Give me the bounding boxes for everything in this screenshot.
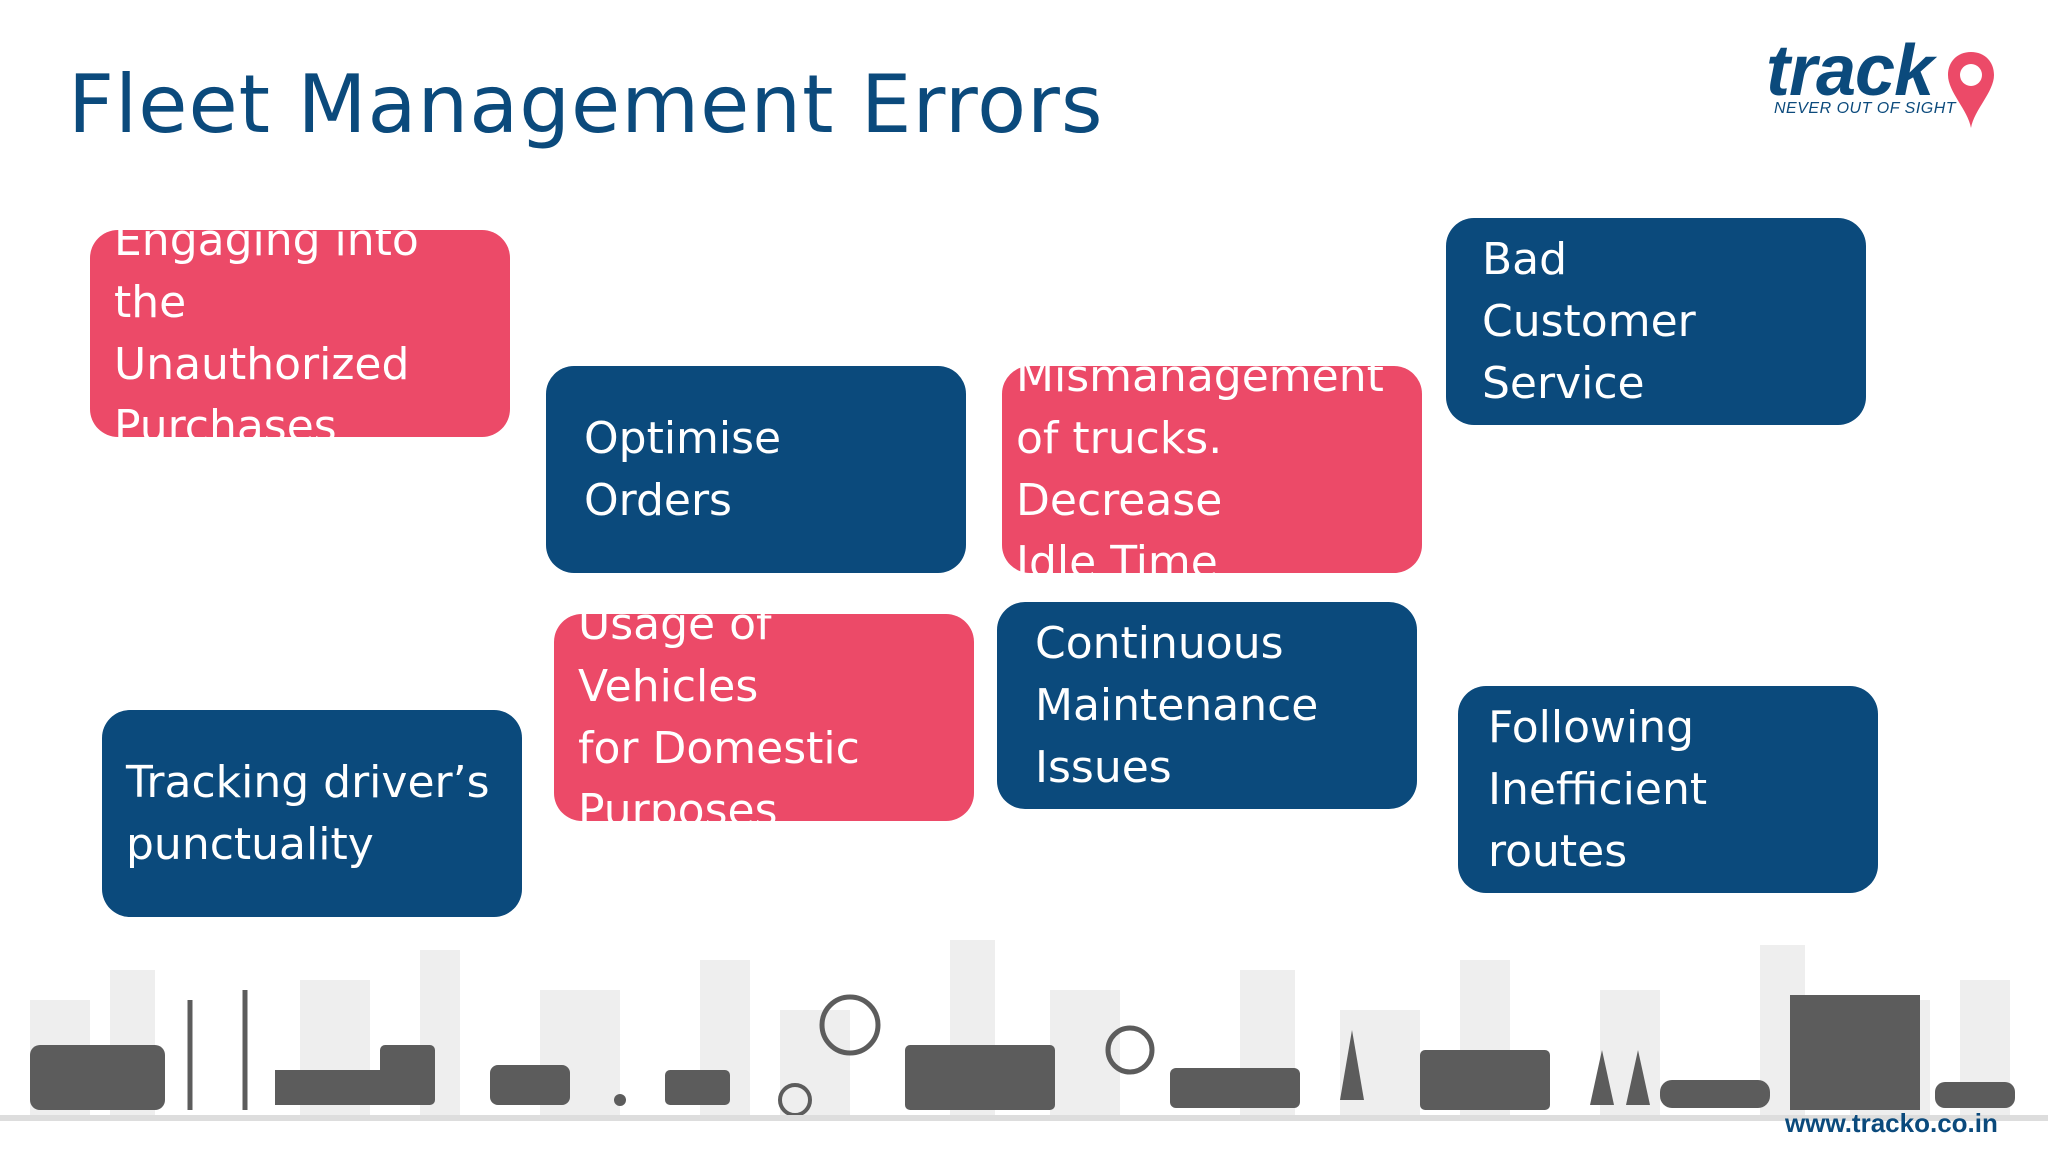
city-skyline-illustration: [0, 940, 2048, 1121]
error-box-mismanagement-of-trucks: Mismanagement of trucks. Decrease Idle T…: [1002, 351, 1422, 588]
error-box-bad-customer-service: Bad Customer Service: [1446, 218, 1866, 425]
error-box-optimise-orders: Optimise Orders: [546, 366, 966, 573]
error-box-usage-of-vehicles: Usage of Vehicles for Domestic Purposes: [554, 599, 974, 836]
error-box-unauthorized-purchases: Engaging into the Unauthorized Purchases: [90, 215, 510, 452]
logo-tagline: NEVER OUT OF SIGHT: [1774, 100, 1957, 117]
error-box-tracking-driver-punctuality: Tracking driver’s punctuality: [102, 710, 522, 917]
location-pin-icon: [1948, 52, 1994, 128]
logo-wordmark: track: [1766, 31, 1934, 111]
slide-title: Fleet Management Errors: [68, 58, 1104, 151]
error-box-inefficient-routes: Following Inefficient routes: [1458, 686, 1878, 893]
footer-website-url[interactable]: www.tracko.co.in: [1785, 1108, 1998, 1138]
error-box-continuous-maintenance: Continuous Maintenance Issues: [997, 602, 1417, 809]
tracko-logo: track NEVER OUT OF SIGHT: [1760, 30, 2010, 140]
